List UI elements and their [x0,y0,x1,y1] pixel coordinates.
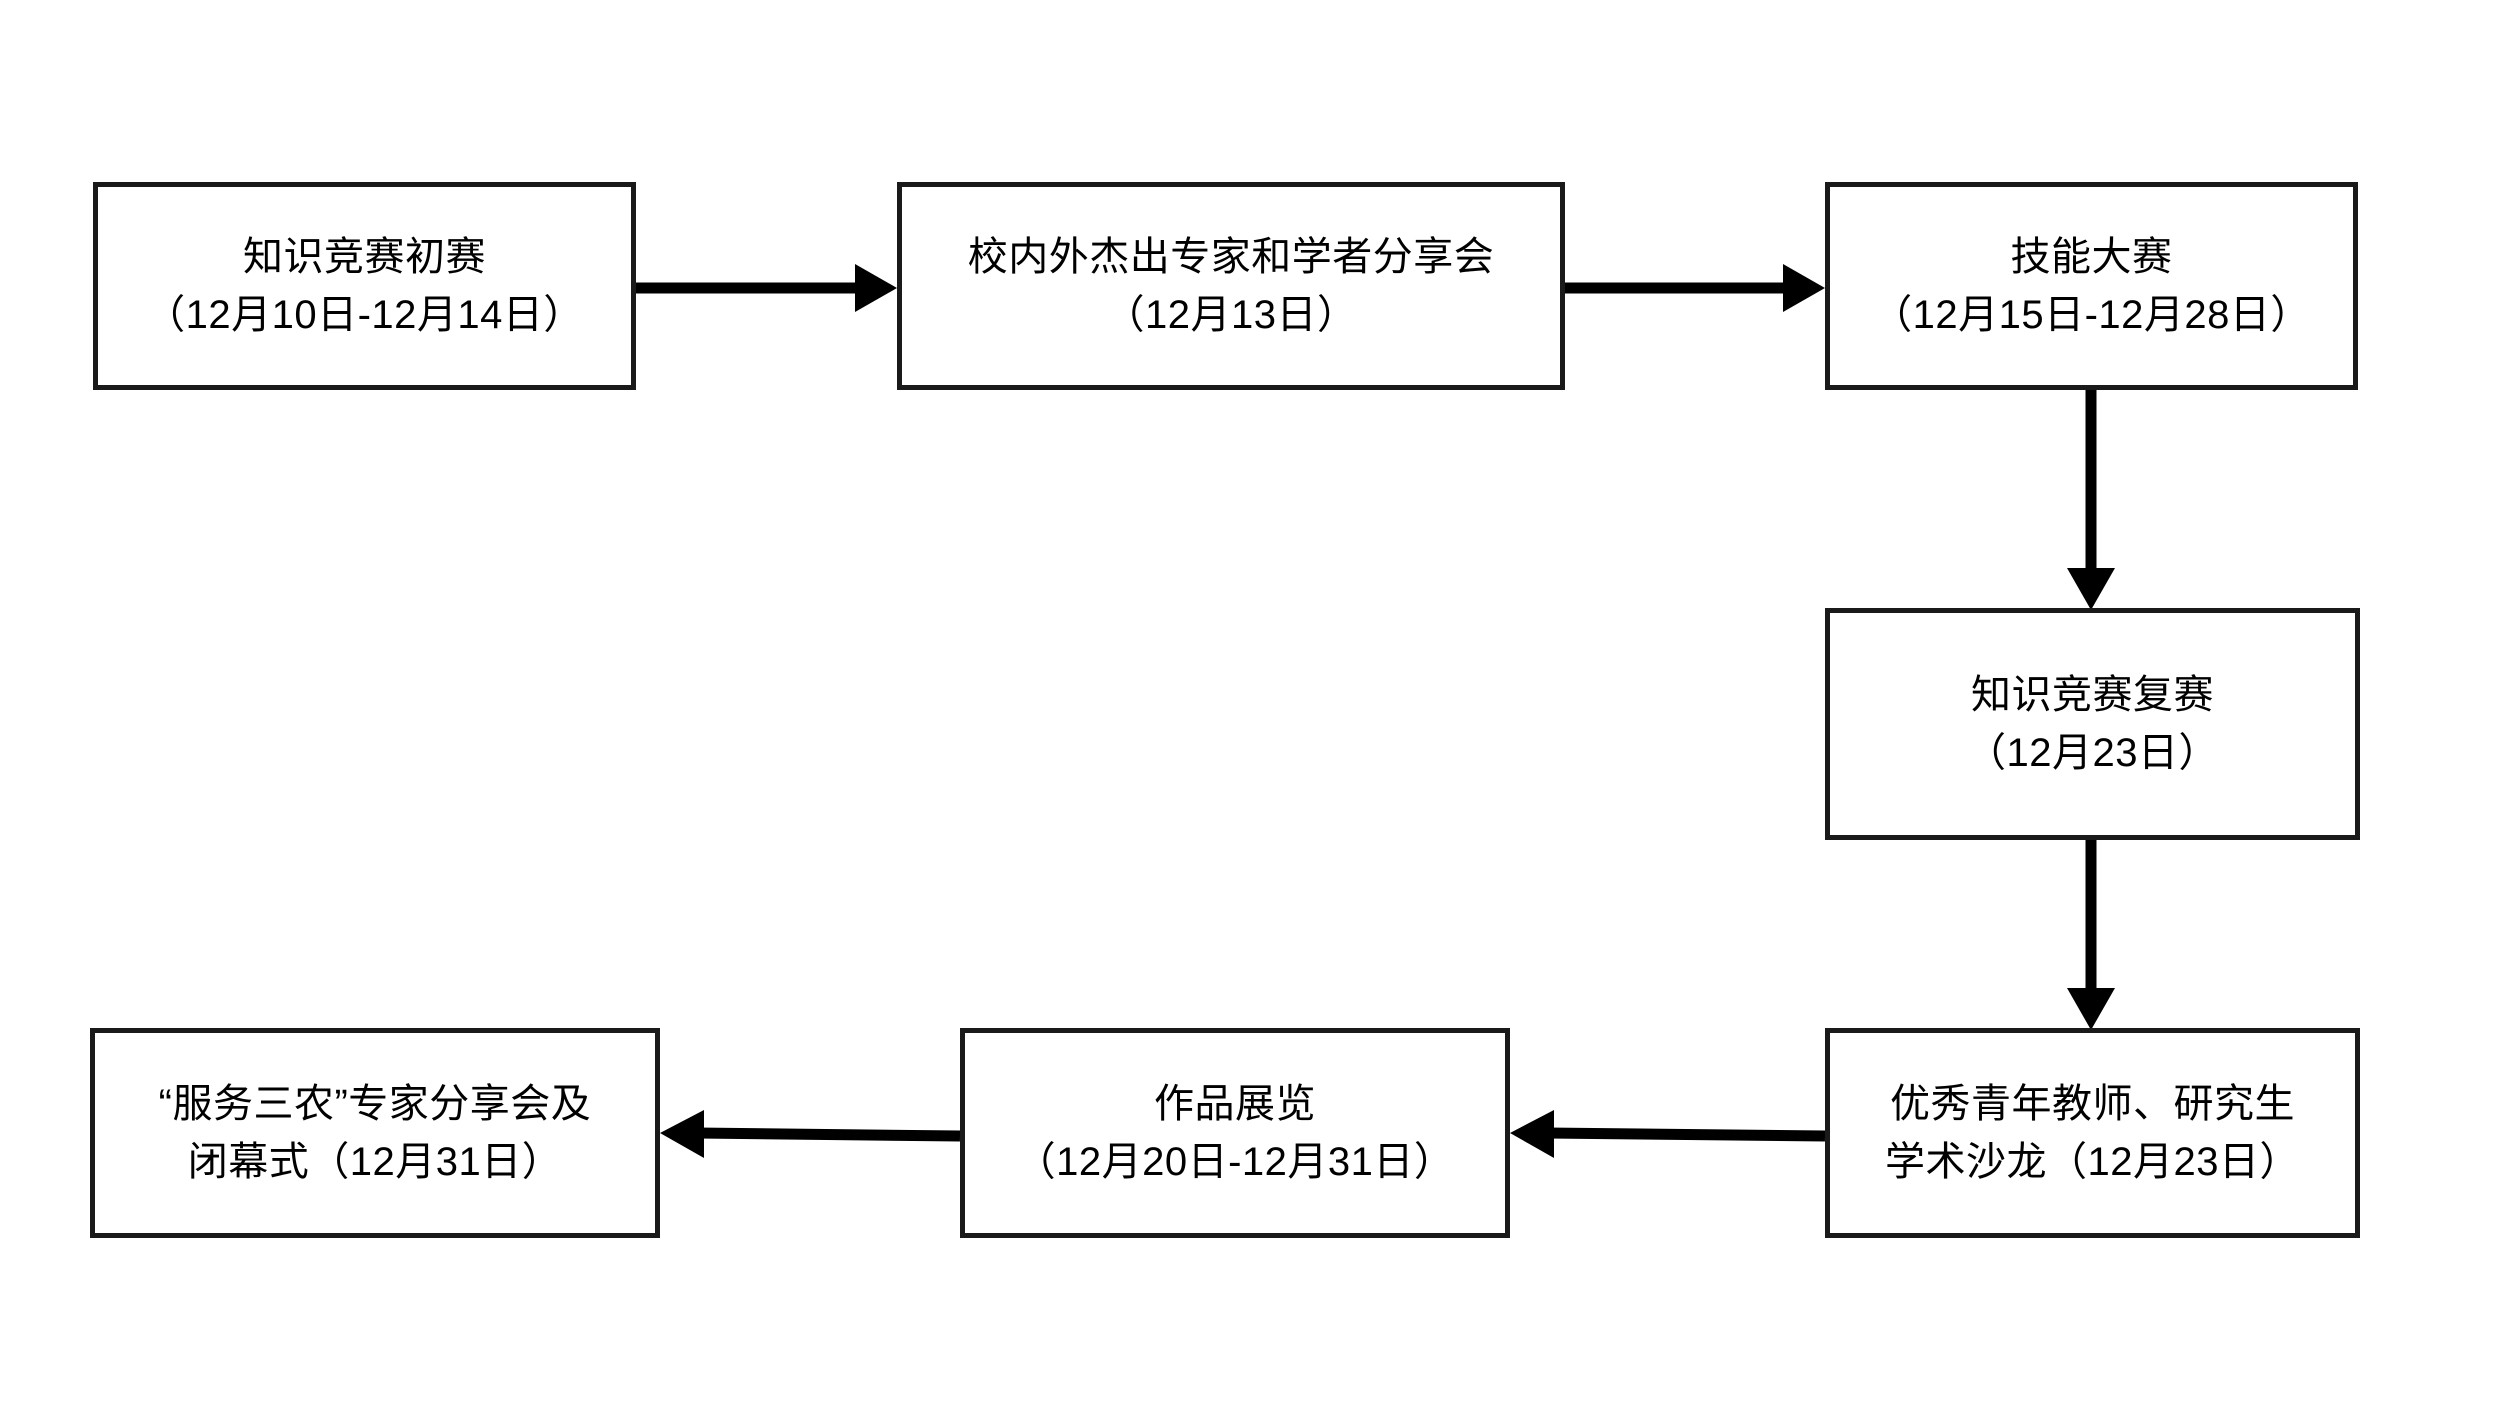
node-label-zuopin-zhanlan: 作品展览 （12月20日-12月31日） [1015,1082,1455,1184]
node-youxiu-qingnian-jiaoshi-yanjiusheng-xueshu-shalong[interactable]: 优秀青年教师、研究生 学术沙龙（12月23日） [1825,1028,2360,1238]
node-label-xiaoneiwai-zhuanjia-xuezhe-fenxianghui: 校内外杰出专家和学者分享会 （12月13日） [967,235,1495,337]
node-zuopin-zhanlan[interactable]: 作品展览 （12月20日-12月31日） [960,1028,1510,1238]
node-label-fuwu-sannong-zhuanjia-fenxianghui-bimushi: “服务三农”专家分享会及 闭幕式（12月31日） [158,1082,592,1184]
arrow-node5-to-node6 [1510,1110,1826,1158]
node-label-jineng-dasai: 技能大赛 （12月15日-12月28日） [1872,235,2311,337]
node-zhishi-jingsai-fusai[interactable]: 知识竞赛复赛 （12月23日） [1825,608,2360,840]
node-fuwu-sannong-zhuanjia-fenxianghui-bimushi[interactable]: “服务三农”专家分享会及 闭幕式（12月31日） [90,1028,660,1238]
arrow-node3-to-node4 [2067,390,2115,610]
node-label-zhishi-jingsai-fusai: 知识竞赛复赛 （12月23日） [1966,673,2219,775]
node-label-youxiu-qingnian-jiaoshi-yanjiusheng-xueshu-shalong: 优秀青年教师、研究生 学术沙龙（12月23日） [1885,1082,2300,1184]
node-xiaoneiwai-zhuanjia-xuezhe-fenxianghui[interactable]: 校内外杰出专家和学者分享会 （12月13日） [897,182,1565,390]
arrow-node4-to-node5 [2067,840,2115,1030]
node-jineng-dasai[interactable]: 技能大赛 （12月15日-12月28日） [1825,182,2358,390]
arrow-node6-to-node7 [660,1110,961,1158]
node-zhishi-jingsai-chusai[interactable]: 知识竞赛初赛 （12月10日-12月14日） [93,182,636,390]
node-label-zhishi-jingsai-chusai: 知识竞赛初赛 （12月10日-12月14日） [145,235,584,337]
arrow-node1-to-node2 [636,264,897,312]
arrow-node2-to-node3 [1565,264,1825,312]
